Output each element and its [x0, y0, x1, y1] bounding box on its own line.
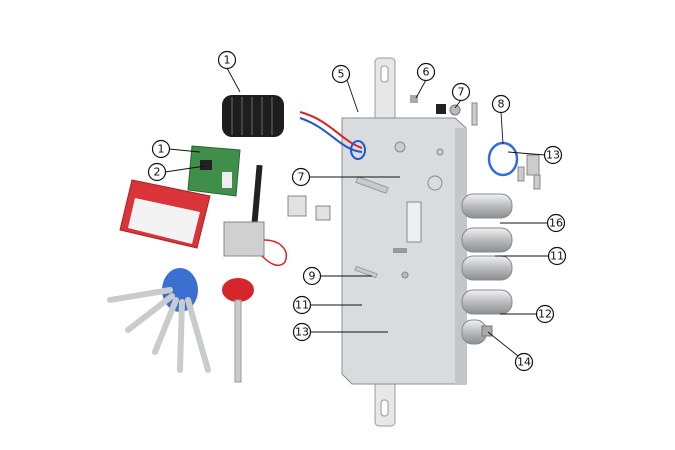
svg-text:11: 11 — [550, 250, 564, 263]
svg-text:8: 8 — [498, 98, 505, 111]
svg-text:7: 7 — [298, 171, 305, 184]
key-set-blue — [107, 268, 211, 373]
callout-14: 14 — [514, 352, 534, 372]
svg-text:7: 7 — [458, 86, 465, 99]
svg-text:1: 1 — [158, 143, 165, 156]
callout-5: 5 — [331, 64, 351, 84]
key-red — [222, 278, 254, 383]
callout-1: 1 — [217, 50, 237, 70]
deadbolts — [461, 193, 513, 345]
callout-13b: 13 — [292, 322, 312, 342]
svg-text:16: 16 — [549, 217, 563, 230]
callout-12: 12 — [535, 304, 555, 324]
svg-text:12: 12 — [538, 308, 552, 321]
callout-7: 7 — [451, 82, 471, 102]
callout-16: 16 — [546, 213, 566, 233]
svg-text:13: 13 — [295, 326, 309, 339]
lock-body — [341, 117, 467, 385]
callout-6: 6 — [416, 62, 436, 82]
callout-11: 11 — [547, 246, 567, 266]
electronics-cover — [222, 95, 284, 137]
circuit-board — [187, 145, 241, 197]
callout-13: 13 — [543, 145, 563, 165]
svg-text:5: 5 — [338, 68, 345, 81]
svg-text:11: 11 — [295, 299, 309, 312]
callout-11b: 11 — [292, 295, 312, 315]
security-card — [119, 179, 211, 249]
leader-lines — [164, 67, 549, 357]
callout-8: 8 — [491, 94, 511, 114]
svg-text:14: 14 — [517, 356, 531, 369]
svg-text:13: 13 — [546, 149, 560, 162]
callout-1b: 1 — [151, 139, 171, 159]
svg-text:2: 2 — [154, 166, 161, 179]
o-ring — [487, 141, 519, 177]
svg-text:9: 9 — [309, 270, 316, 283]
callout-9: 9 — [302, 266, 322, 286]
callout-2: 2 — [147, 162, 167, 182]
svg-text:1: 1 — [224, 54, 231, 67]
svg-text:6: 6 — [423, 66, 430, 79]
wireless-module — [223, 164, 287, 267]
callout-7b: 7 — [291, 167, 311, 187]
